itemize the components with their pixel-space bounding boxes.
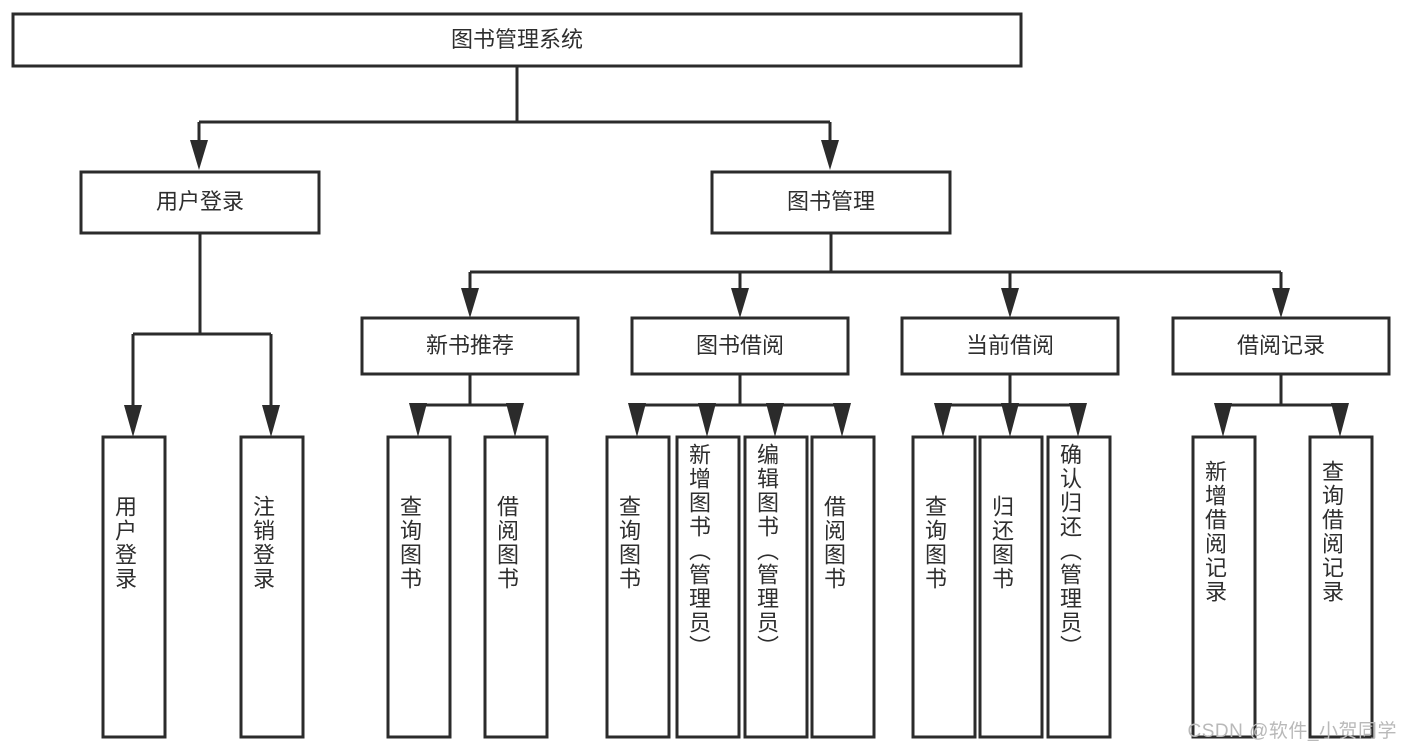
node-user-login[interactable]: 用户登录	[79, 170, 321, 235]
connector-current-borrow-to-leaves	[934, 374, 1087, 437]
arrow-head-nbr-1	[409, 403, 427, 437]
connector-root-to-level1	[190, 66, 839, 170]
connector-borrow-record-to-leaves	[1214, 374, 1349, 437]
arrow-head-bm-3	[1001, 288, 1019, 318]
connector-user-login-to-leaves	[124, 233, 280, 437]
leaf-rect-current-borrow-0[interactable]	[911, 435, 977, 739]
leaf-rect-user-login-1[interactable]	[239, 435, 305, 739]
arrow-head-br-1	[1214, 403, 1232, 437]
node-book-borrow-label: 图书借阅	[696, 333, 784, 358]
node-borrow-record-rect	[1171, 316, 1391, 376]
node-borrow-record-label: 借阅记录	[1237, 333, 1325, 358]
leaf-rect-new-book-0[interactable]	[386, 435, 452, 739]
connector-book-management-to-level2	[461, 233, 1290, 318]
connector-new-book-recommend-to-leaves	[409, 374, 524, 437]
arrow-head-bb-1	[628, 403, 646, 437]
leaf-rect-borrow-record-1[interactable]	[1308, 435, 1374, 739]
leaf-rect-current-borrow-2[interactable]	[1046, 435, 1112, 739]
leaf-rect-user-login-0[interactable]	[101, 435, 167, 739]
node-book-borrow-rect	[630, 316, 850, 376]
node-new-book-recommend-label: 新书推荐	[426, 333, 514, 358]
arrow-head-nbr-2	[506, 403, 524, 437]
csdn-watermark: CSDN @软件_小贺同学	[1187, 721, 1397, 742]
arrow-head-bb-2	[698, 403, 716, 437]
node-book-management-rect	[710, 170, 952, 235]
node-borrow-record[interactable]: 借阅记录	[1171, 316, 1391, 376]
leaf-rect-book-borrow-3[interactable]	[810, 435, 876, 739]
leaf-rect-book-borrow-2[interactable]	[743, 435, 809, 739]
leaf-rect-borrow-record-0[interactable]	[1191, 435, 1257, 739]
node-new-book-recommend[interactable]: 新书推荐	[360, 316, 580, 376]
leaf-rect-book-borrow-1[interactable]	[675, 435, 741, 739]
node-new-book-recommend-rect	[360, 316, 580, 376]
node-current-borrow[interactable]: 当前借阅	[900, 316, 1120, 376]
leaf-rect-book-borrow-0[interactable]	[605, 435, 671, 739]
node-book-borrow[interactable]: 图书借阅	[630, 316, 850, 376]
connector-book-borrow-to-leaves	[628, 374, 851, 437]
node-current-borrow-label: 当前借阅	[966, 333, 1054, 358]
node-current-borrow-rect	[900, 316, 1120, 376]
arrow-head-br-2	[1331, 403, 1349, 437]
node-book-management-label: 图书管理	[787, 189, 875, 214]
leaf-rect-new-book-1[interactable]	[483, 435, 549, 739]
arrow-head-root-1	[190, 140, 208, 170]
node-book-management[interactable]: 图书管理	[710, 170, 952, 235]
arrow-head-bm-4	[1272, 288, 1290, 318]
arrow-head-bb-3	[766, 403, 784, 437]
arrow-head-bb-4	[833, 403, 851, 437]
arrow-head-user-login-1	[124, 405, 142, 437]
arrow-head-user-login-2	[262, 405, 280, 437]
arrow-head-bm-2	[731, 288, 749, 318]
arrow-head-root-2	[821, 140, 839, 170]
node-root-rect	[11, 12, 1023, 68]
arrow-head-cb-3	[1069, 403, 1087, 437]
node-user-login-label: 用户登录	[156, 189, 244, 214]
arrow-head-cb-2	[1001, 403, 1019, 437]
arrow-head-cb-1	[934, 403, 952, 437]
node-root-label: 图书管理系统	[451, 27, 583, 52]
leaf-rect-current-borrow-1[interactable]	[978, 435, 1044, 739]
arrow-head-bm-1	[461, 288, 479, 318]
node-root[interactable]: 图书管理系统	[11, 12, 1023, 68]
